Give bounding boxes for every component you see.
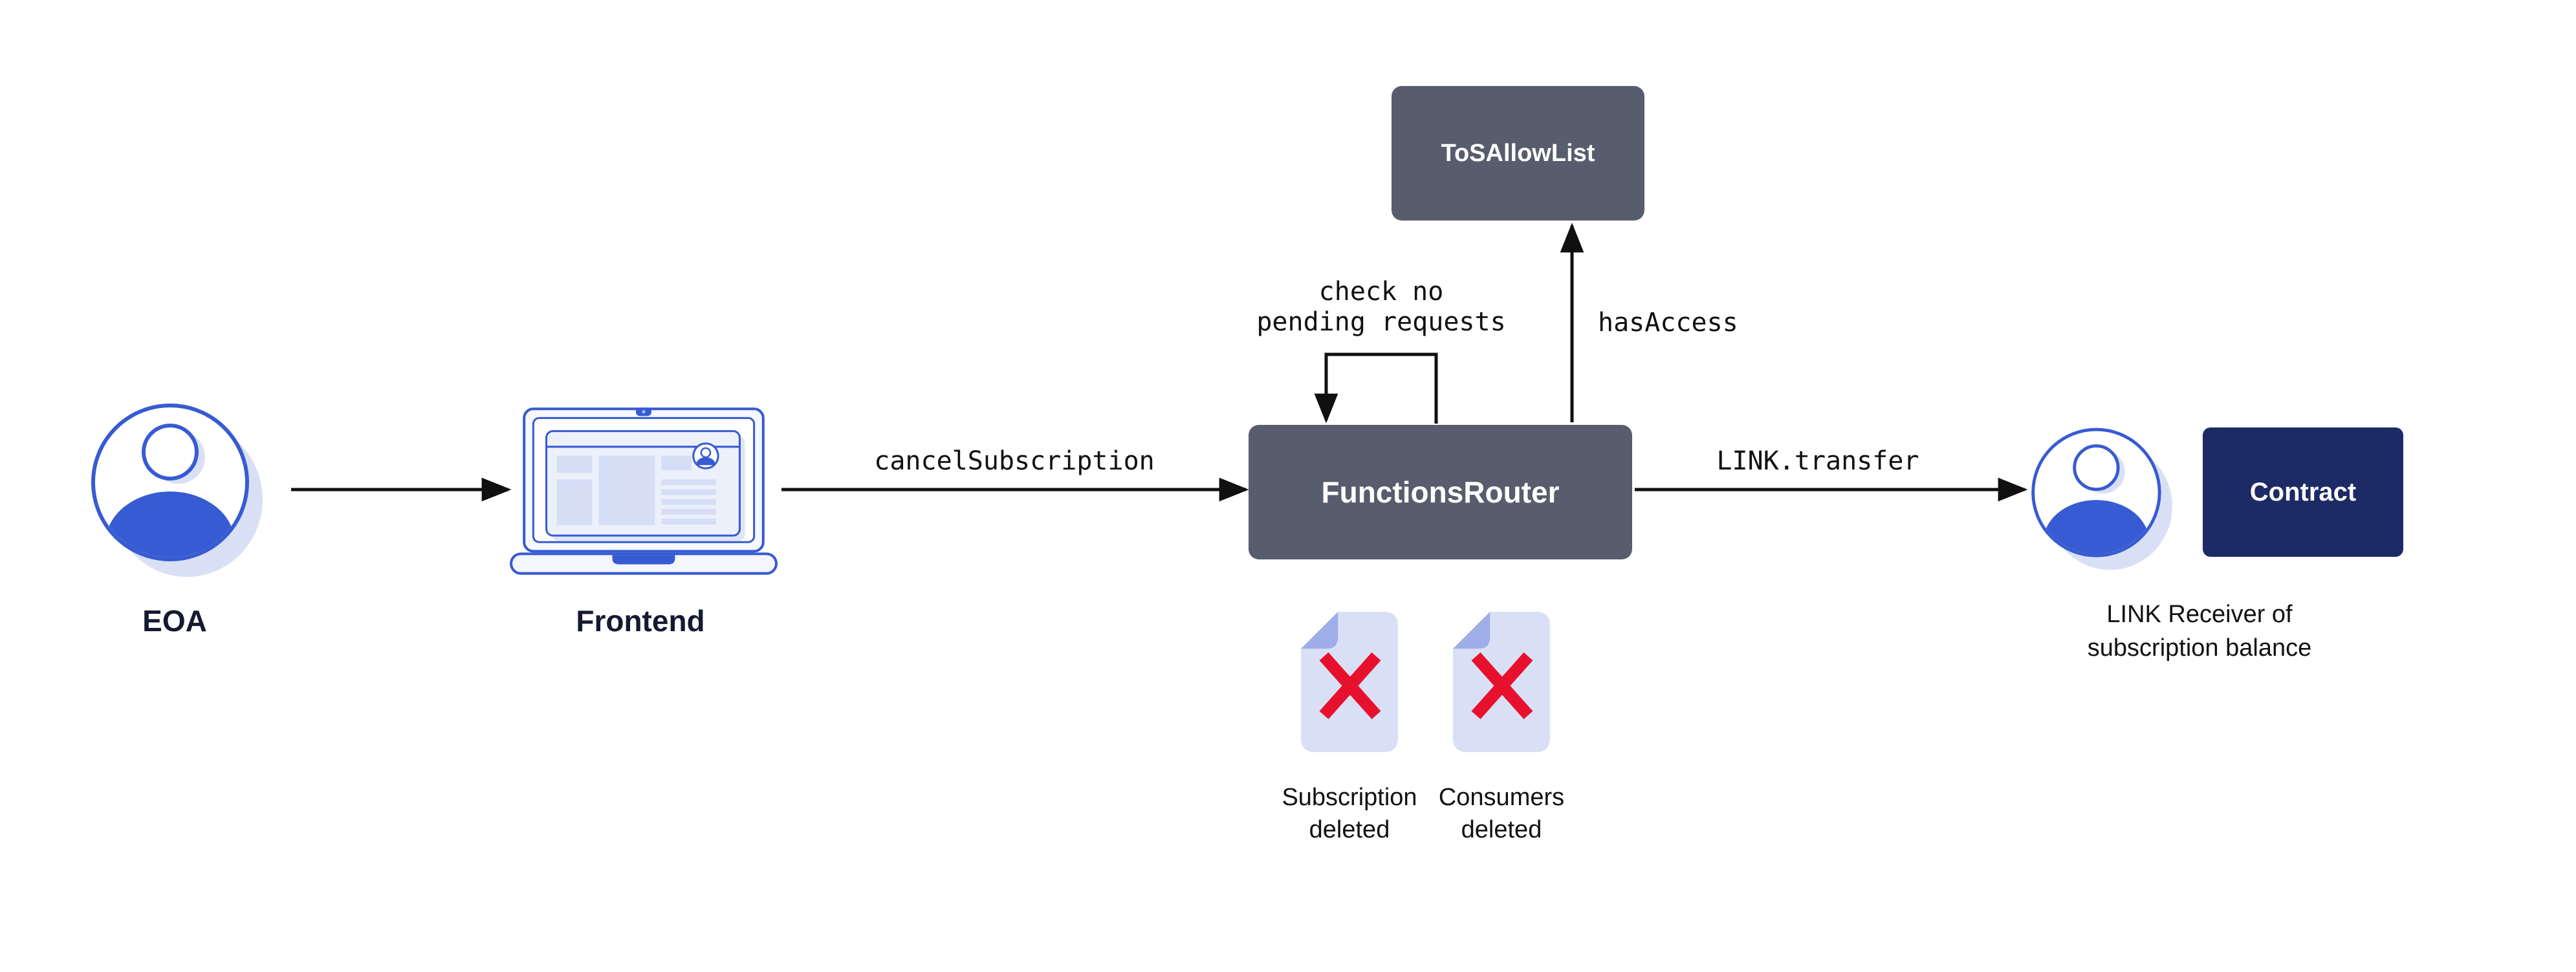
red-x-icon (1471, 652, 1533, 720)
avatar-head (2073, 444, 2120, 491)
avatar-head (142, 424, 199, 481)
document-fold (1453, 611, 1490, 649)
subscription-deleted-caption: Subscription deleted (1282, 784, 1417, 843)
contract-node: Contract (2203, 427, 2403, 557)
tos-allow-list-node: ToSAllowList (1392, 86, 1644, 221)
link-receiver-caption: LINK Receiver of subscription balance (2087, 601, 2312, 662)
red-x-icon (1319, 652, 1381, 720)
has-access-label: hasAccess (1598, 308, 1738, 338)
document-fold (1301, 611, 1338, 649)
avatar-shoulders (105, 491, 235, 557)
eoa-label: EOA (142, 604, 207, 638)
check-loop-label: check no pending requests (1256, 277, 1506, 337)
receiver-avatar-icon (2031, 427, 2172, 570)
functions-router-node: FunctionsRouter (1249, 425, 1632, 559)
laptop-notch (612, 555, 675, 565)
cancel-subscription-label: cancelSubscription (874, 446, 1155, 476)
consumers-deleted-document-icon (1453, 611, 1550, 753)
subscription-deleted-document-icon (1301, 611, 1398, 753)
arrow-check-loop (1314, 352, 1438, 424)
link-transfer-label: LINK.transfer (1716, 446, 1919, 476)
eoa-avatar-icon (91, 404, 263, 577)
consumers-deleted-caption: Consumers deleted (1438, 784, 1565, 843)
avatar-shoulders (2043, 500, 2150, 554)
laptop-icon (510, 407, 778, 575)
frontend-label: Frontend (576, 604, 705, 638)
